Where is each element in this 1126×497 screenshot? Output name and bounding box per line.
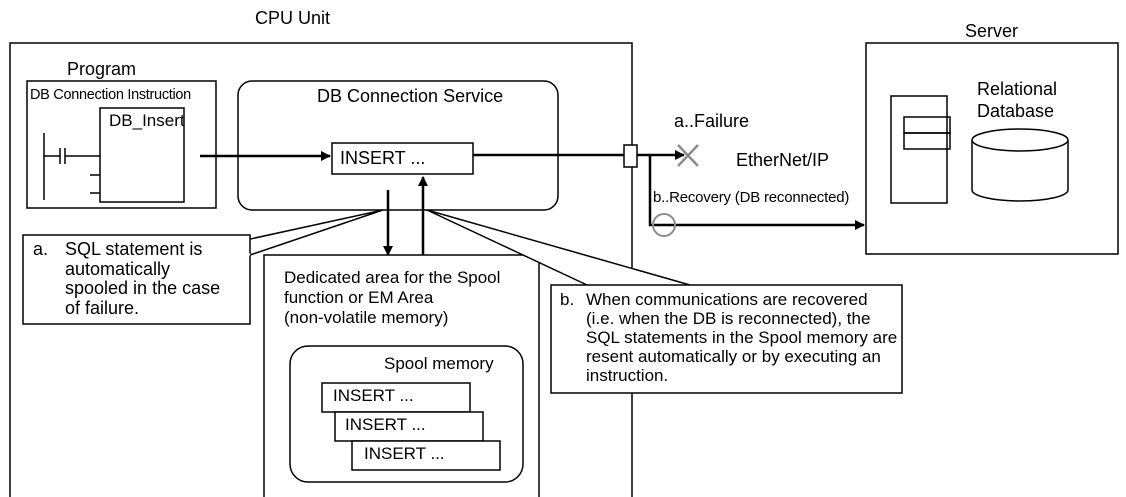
callout-a-box xyxy=(22,234,251,325)
failure-label: a..Failure xyxy=(674,111,750,131)
server-box xyxy=(865,42,1119,255)
program-label: Program xyxy=(67,59,137,79)
database-cylinder-icon xyxy=(971,128,1069,202)
server-tower-icon xyxy=(890,95,951,204)
callout-a-text: SQL statement is automatically spooled i… xyxy=(65,239,221,318)
db-connection-instruction-label: DB Connection Instruction xyxy=(30,87,191,103)
dedicated-area-label: Dedicated area for the Spool function or… xyxy=(284,268,501,327)
recovery-circle-icon xyxy=(652,213,676,237)
ethernet-ip-label: EtherNet/IP xyxy=(736,150,830,170)
spool-entry-label: INSERT ... xyxy=(364,444,445,463)
insert-box xyxy=(331,142,474,175)
spool-entry-label: INSERT ... xyxy=(345,415,426,434)
program-box xyxy=(26,80,217,209)
dedicated-area-frame xyxy=(263,254,540,497)
db-connection-service-box xyxy=(237,80,559,211)
failure-x-icon xyxy=(677,144,699,167)
callout-b-text: When communications are recovered (i.e. … xyxy=(586,290,898,385)
relational-database-label: Relational Database xyxy=(977,79,1058,121)
recovery-line xyxy=(648,155,865,230)
server-label: Server xyxy=(965,21,1019,41)
db-connection-service-label: DB Connection Service xyxy=(317,86,504,106)
callout-b-pointer xyxy=(426,209,691,286)
ladder-contact xyxy=(43,133,100,200)
spool-memory-label: Spool memory xyxy=(384,354,494,373)
spool-entry-box xyxy=(351,440,501,471)
spool-memory-box xyxy=(289,345,524,483)
cpu-unit-label: CPU Unit xyxy=(255,8,331,28)
callout-a-marker: a. xyxy=(33,239,49,259)
insert-statement-label: INSERT ... xyxy=(340,148,426,168)
callout-a-pointer xyxy=(231,209,384,256)
spool-entry-label: INSERT ... xyxy=(333,386,414,405)
recovery-label: b..Recovery (DB reconnected) xyxy=(653,189,850,206)
db-insert-block xyxy=(99,107,185,203)
callout-b-box xyxy=(550,284,903,394)
db-insert-label: DB_Insert xyxy=(109,111,185,130)
callout-b-marker: b. xyxy=(560,290,575,309)
ethernet-port xyxy=(623,144,638,168)
